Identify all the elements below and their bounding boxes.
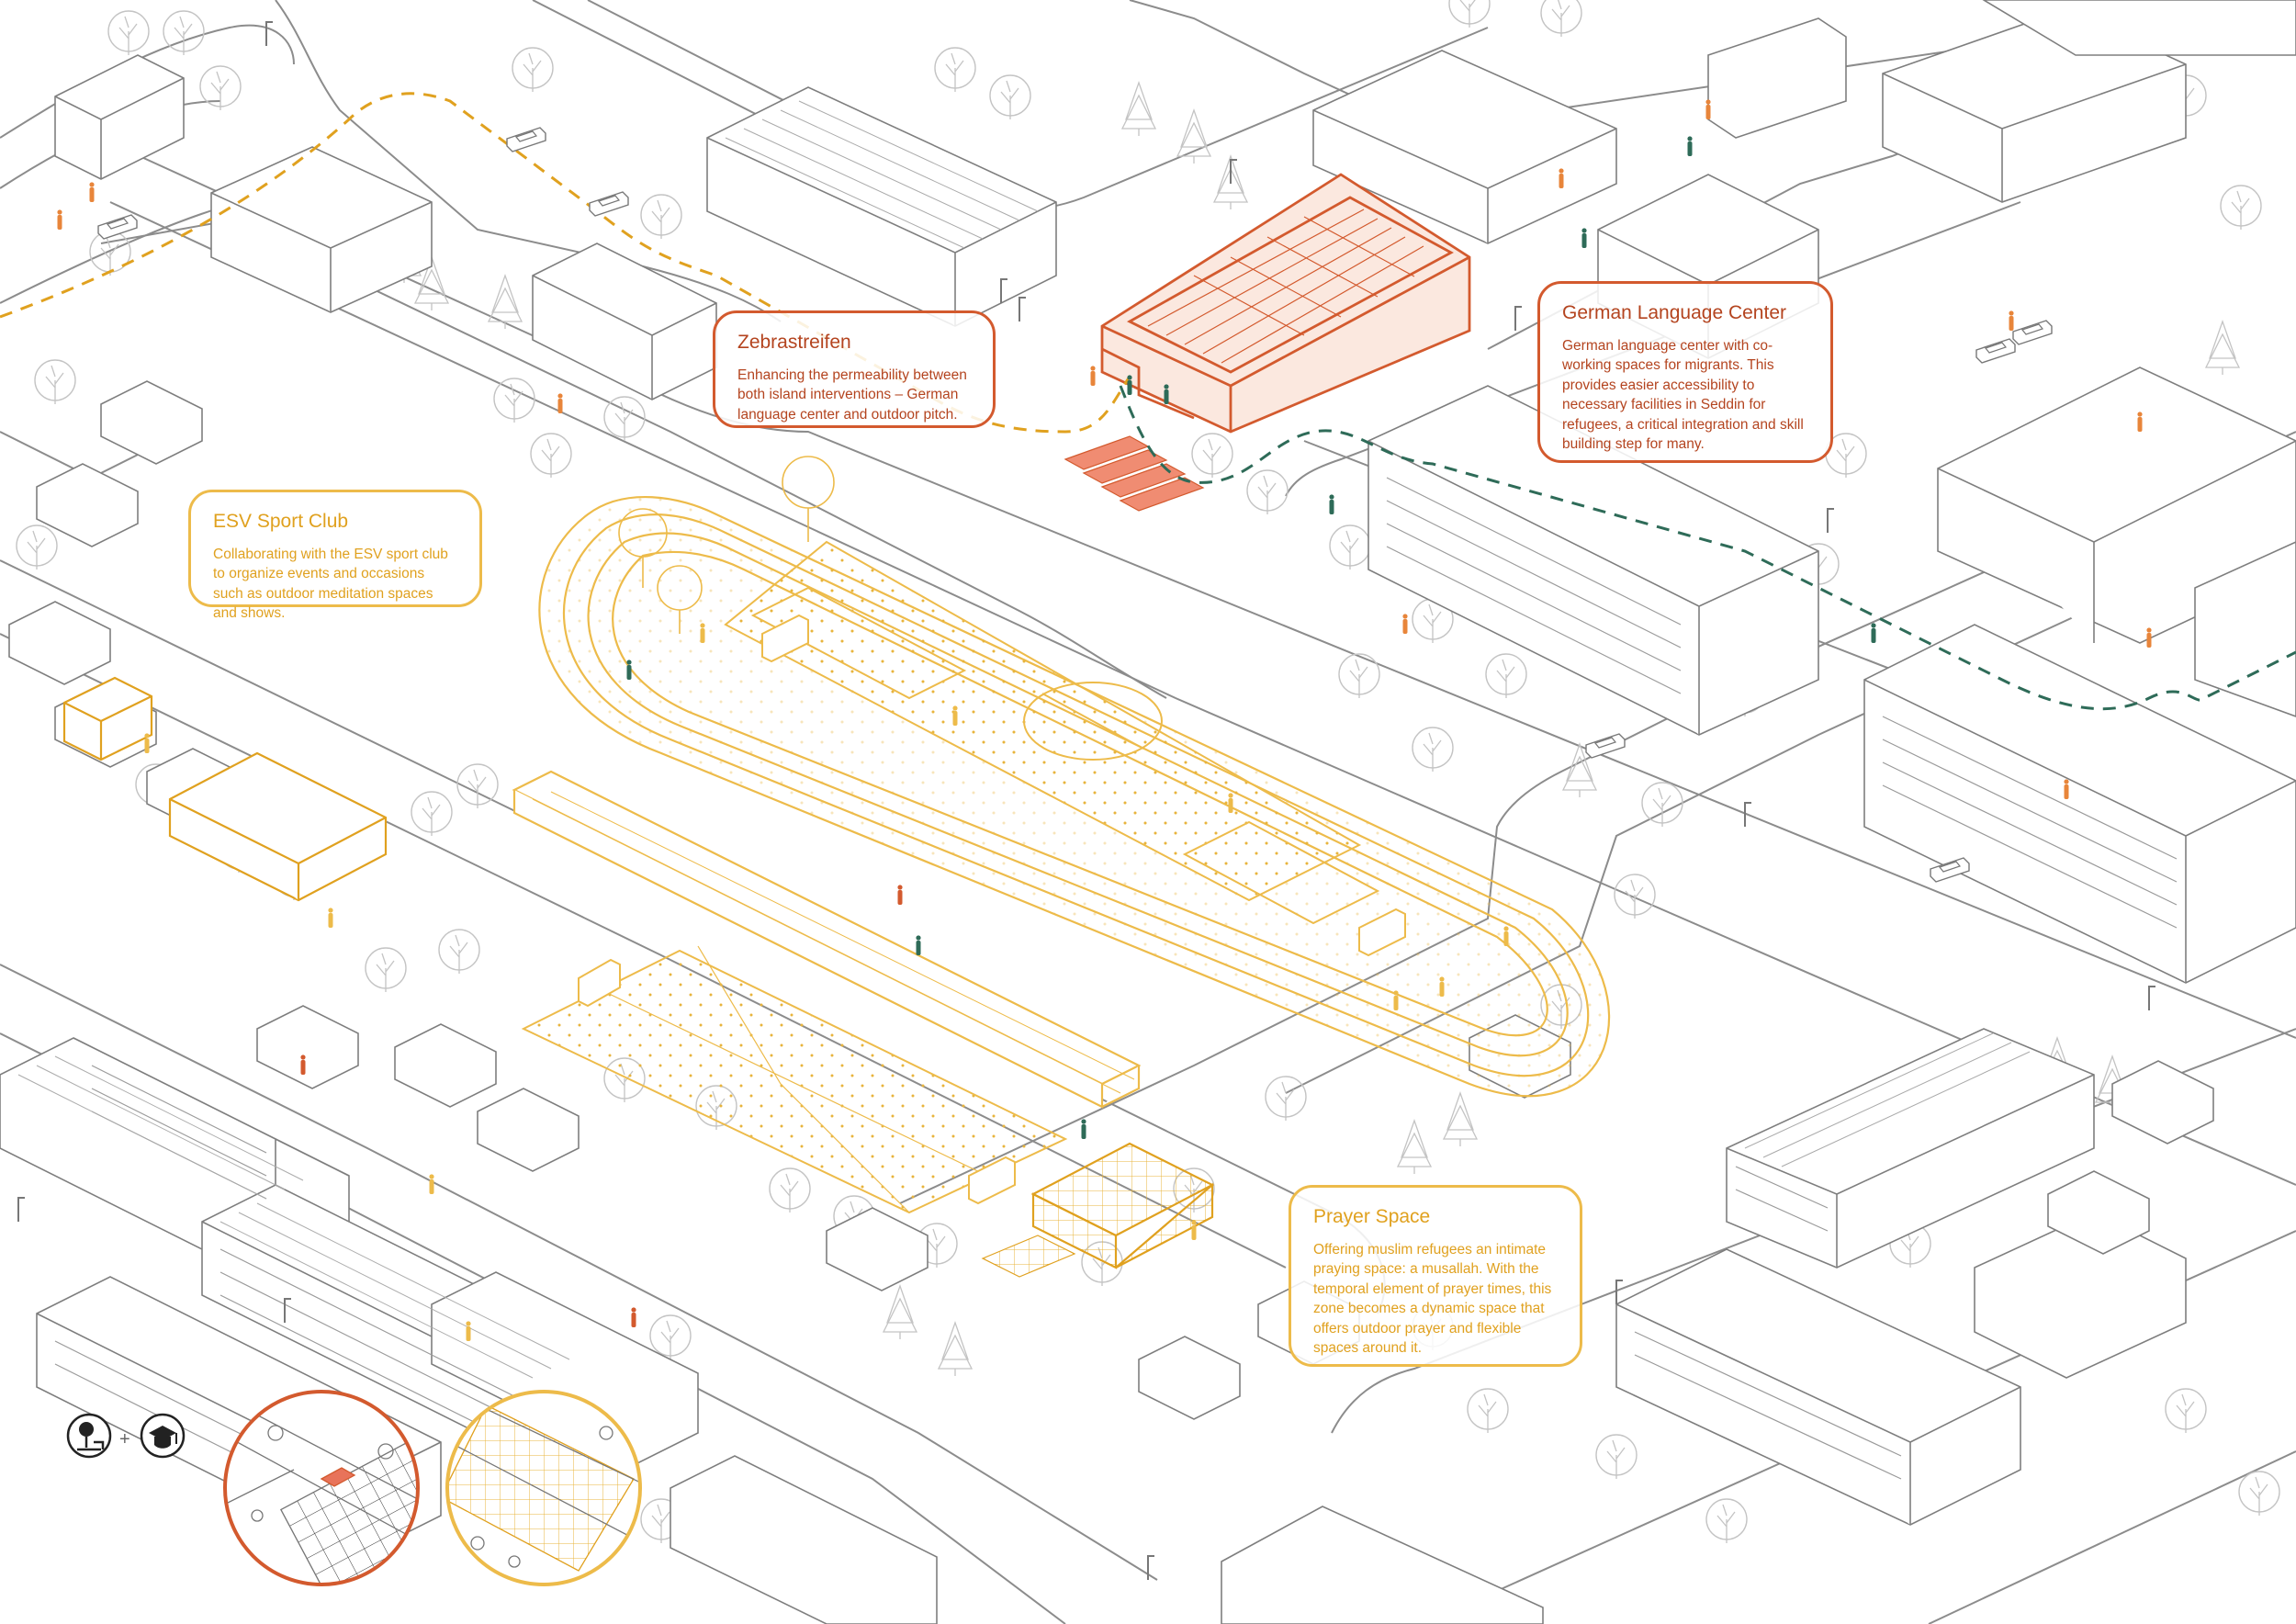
prayer-space-callout: Prayer Space Offering muslim refugees an…: [1289, 1185, 1582, 1367]
grandstand[interactable]: [512, 770, 1142, 1109]
roof-hatching: [17, 100, 2031, 1379]
green-access-route: [1119, 385, 2296, 711]
german-language-center-callout: German Language Center German language c…: [1537, 281, 1833, 463]
language-center-inset-map: [223, 1390, 420, 1586]
prayer-space-building[interactable]: [981, 1142, 1215, 1278]
zebrastreifen-title: Zebrastreifen: [737, 332, 851, 353]
esv-sport-club-callout: ESV Sport Club Collaborating with the ES…: [188, 490, 482, 621]
esv-sport-club-title: ESV Sport Club: [213, 511, 349, 532]
football-pitch[interactable]: [724, 540, 1380, 925]
lower-pitch[interactable]: [521, 945, 1068, 1214]
zebrastreifen-callout: Zebrastreifen Enhancing the permeability…: [713, 310, 996, 428]
zebra-crossing[interactable]: [1064, 435, 1205, 512]
esv-sport-club-text: Collaborating with the ESV sport club to…: [213, 547, 448, 622]
german-language-center-text: German language center with co-working s…: [1562, 338, 1804, 452]
german-language-center-title: German Language Center: [1562, 302, 1786, 323]
prayer-space-text: Offering muslim refugees an intimate pra…: [1313, 1242, 1552, 1356]
graduation-cap-icon: [140, 1413, 186, 1459]
prayer-space-title: Prayer Space: [1313, 1206, 1431, 1227]
sports-complex-inset-map: [445, 1390, 642, 1586]
esv-sport-club-buildings[interactable]: [62, 676, 388, 902]
yellow-pedestrian-route: [0, 92, 1131, 434]
zebrastreifen-text: Enhancing the permeability between both …: [737, 367, 967, 423]
pitch-kiosks: [578, 614, 1406, 1205]
pitch-trees: [618, 456, 835, 634]
tree-bench-icon: [66, 1413, 112, 1459]
legend-plus-sign: +: [119, 1429, 130, 1449]
german-language-center-building[interactable]: [1100, 173, 1471, 434]
